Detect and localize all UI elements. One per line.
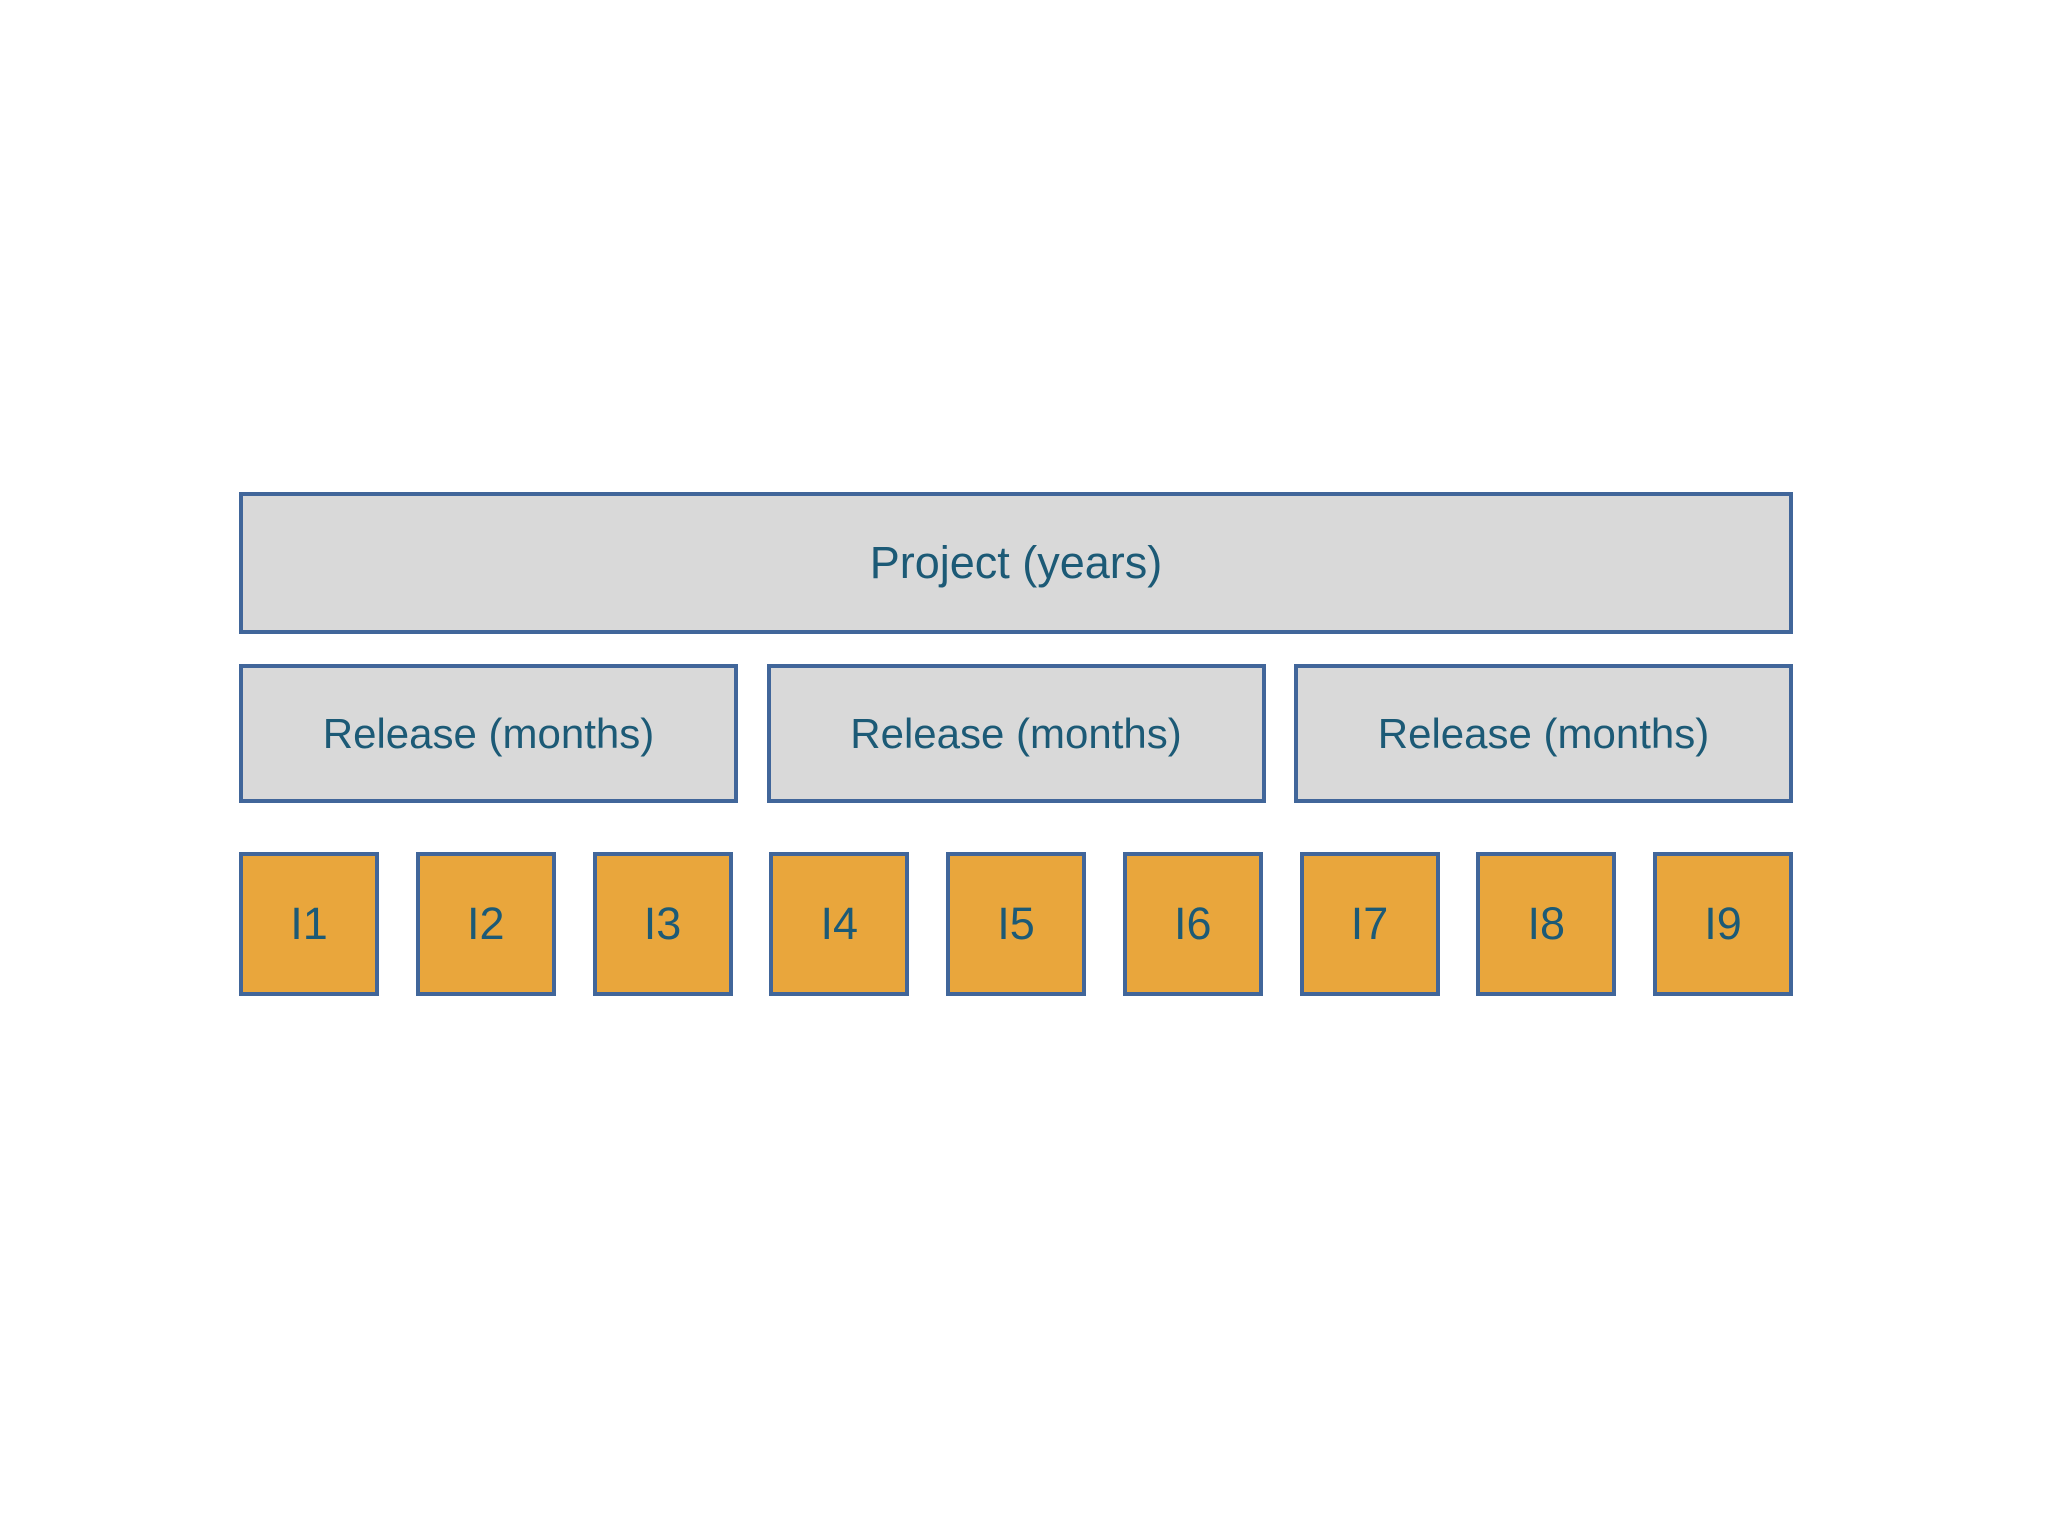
iteration-label: I8 <box>1527 898 1566 949</box>
iteration-box-i5: I5 <box>946 852 1086 996</box>
iteration-label: I9 <box>1704 898 1742 949</box>
iteration-box-i1: I1 <box>239 852 379 996</box>
release-bar-2: Release (months) <box>766 664 1266 803</box>
iteration-label: I7 <box>1350 898 1389 949</box>
release-bar-1: Release (months) <box>239 664 738 803</box>
iteration-label: I2 <box>466 898 505 949</box>
releases-row: Release (months) Release (months) Releas… <box>239 664 1793 803</box>
release-bar-3: Release (months) <box>1294 664 1793 803</box>
iteration-box-i8: I8 <box>1476 852 1617 996</box>
release-bar-label: Release (months) <box>1377 709 1710 757</box>
iteration-box-i9: I9 <box>1653 852 1793 996</box>
iteration-box-i7: I7 <box>1299 852 1440 996</box>
iteration-label: I1 <box>290 898 328 949</box>
project-bar: Project (years) <box>239 492 1793 634</box>
iteration-box-i6: I6 <box>1122 852 1263 996</box>
iteration-label: I4 <box>820 898 859 949</box>
release-bar-label: Release (months) <box>322 709 655 757</box>
iteration-box-i3: I3 <box>592 852 733 996</box>
iteration-box-i2: I2 <box>415 852 556 996</box>
timebox-hierarchy-diagram: Project (years) Release (months) Release… <box>239 492 1793 996</box>
iteration-label: I5 <box>997 898 1035 949</box>
project-bar-label: Project (years) <box>869 537 1163 588</box>
iteration-label: I6 <box>1173 898 1212 949</box>
release-bar-label: Release (months) <box>850 709 1182 757</box>
iteration-box-i4: I4 <box>769 852 910 996</box>
iterations-row: I1 I2 I3 I4 I5 I6 I7 I8 <box>239 852 1793 996</box>
iteration-label: I3 <box>643 898 682 949</box>
